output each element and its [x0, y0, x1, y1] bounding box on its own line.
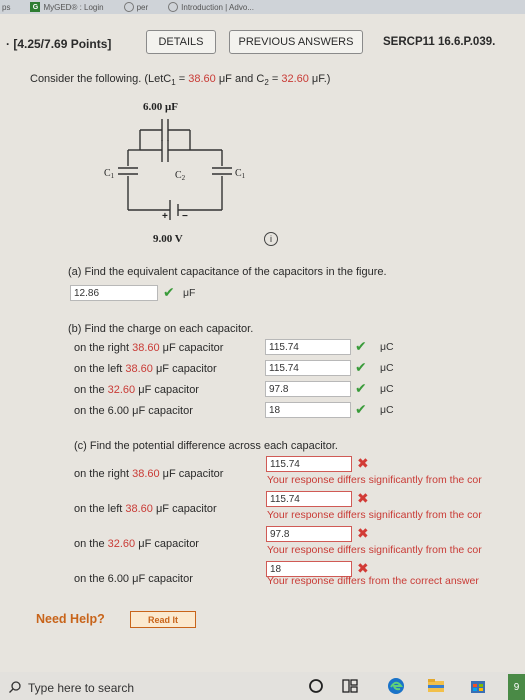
need-help-label: Need Help?: [36, 612, 105, 626]
part-b-row-label: on the 32.60 μF capacitor: [74, 384, 199, 396]
info-icon[interactable]: i: [264, 232, 278, 246]
part-a-answer-input[interactable]: 12.86: [70, 285, 158, 301]
part-c-error-message: Your response differs significantly from…: [267, 509, 482, 521]
edge-icon[interactable]: [386, 676, 406, 696]
part-b-answer-input-3[interactable]: 97.8: [265, 381, 351, 397]
cortana-icon[interactable]: [306, 676, 326, 696]
part-c-answer-input-1[interactable]: 115.74: [266, 456, 352, 472]
part-c-answer-input-2[interactable]: 115.74: [266, 491, 352, 507]
part-c-row-label: on the 6.00 μF capacitor: [74, 573, 193, 585]
part-c-error-message: Your response differs significantly from…: [267, 474, 482, 486]
part-b-unit: μC: [380, 362, 394, 374]
part-b-answer-input-2[interactable]: 115.74: [265, 360, 351, 376]
part-a-question: (a) Find the equivalent capacitance of t…: [68, 266, 387, 278]
top-capacitor-label: 6.00 μF: [143, 101, 178, 113]
part-c-row-label: on the left 38.60 μF capacitor: [74, 503, 217, 515]
part-b-unit: μC: [380, 383, 394, 395]
tab-myged-login[interactable]: G MyGED® : Login: [30, 2, 104, 12]
part-b-question: (b) Find the charge on each capacitor.: [68, 323, 254, 335]
part-c-row-label: on the right 38.60 μF capacitor: [74, 468, 224, 480]
x-icon: ✖: [357, 560, 369, 576]
problem-code: SERCP11 16.6.P.039.: [383, 36, 496, 48]
check-icon: ✔: [355, 380, 367, 396]
part-b-answer-input-1[interactable]: 115.74: [265, 339, 351, 355]
part-c-answer-input-3[interactable]: 97.8: [266, 526, 352, 542]
previous-answers-button[interactable]: PREVIOUS ANSWERS: [229, 30, 363, 54]
battery-plus-label: +: [162, 211, 168, 222]
part-c-row-label: on the 32.60 μF capacitor: [74, 538, 199, 550]
problem-statement: Consider the following. (LetC1 = 38.60 μ…: [30, 73, 331, 88]
part-b-answer-input-4[interactable]: 18: [265, 402, 351, 418]
part-b-unit: μC: [380, 341, 394, 353]
tab-per[interactable]: per: [123, 2, 148, 12]
store-icon[interactable]: [468, 676, 488, 696]
battery-voltage-label: 9.00 V: [153, 233, 183, 245]
part-b-row-label: on the left 38.60 μF capacitor: [74, 363, 217, 375]
part-c-answer-input-4[interactable]: 18: [266, 561, 352, 577]
read-it-button[interactable]: Read It: [130, 611, 196, 628]
app-tile-icon[interactable]: 9: [508, 674, 525, 700]
check-icon: ✔: [355, 338, 367, 354]
check-icon: ✔: [355, 359, 367, 375]
x-icon: ✖: [357, 455, 369, 471]
c1-right-label: C1: [235, 168, 246, 180]
top-capacitor-symbol: [118, 119, 232, 220]
c2-label: C2: [175, 170, 186, 182]
tab-introduction[interactable]: Introduction | Advo...: [168, 2, 254, 12]
taskbar-search-input[interactable]: Type here to search: [28, 681, 135, 695]
file-explorer-icon[interactable]: [426, 676, 446, 696]
x-icon: ✖: [357, 525, 369, 541]
globe-icon: [123, 2, 134, 12]
globe-icon: [168, 2, 179, 12]
details-button[interactable]: DETAILS: [146, 30, 216, 54]
task-view-icon[interactable]: [340, 676, 360, 696]
search-icon[interactable]: [8, 680, 22, 694]
c1-value: 38.60: [188, 73, 216, 85]
tab-ps[interactable]: ps: [2, 2, 11, 12]
c2-value: 32.60: [281, 73, 309, 85]
part-c-question: (c) Find the potential difference across…: [74, 440, 338, 452]
part-a-unit: μF: [183, 287, 196, 299]
browser-tab-strip: ps G MyGED® : Login per Introduction | A…: [0, 0, 525, 14]
c1-left-label: C1: [104, 168, 115, 180]
circuit-diagram: 6.00 μF C1 C2 C1 + − 9.00 V: [104, 101, 246, 245]
part-b-row-label: on the right 38.60 μF capacitor: [74, 342, 224, 354]
check-icon: ✔: [355, 401, 367, 417]
x-icon: ✖: [357, 490, 369, 506]
battery-minus-label: −: [182, 211, 188, 222]
part-b-unit: μC: [380, 404, 394, 416]
points-label: · [4.25/7.69 Points]: [6, 37, 112, 51]
part-b-row-label: on the 6.00 μF capacitor: [74, 405, 193, 417]
part-c-error-message: Your response differs from the correct a…: [267, 575, 479, 587]
myged-favicon-icon: G: [30, 2, 41, 12]
check-icon: ✔: [163, 284, 175, 300]
part-c-error-message: Your response differs significantly from…: [267, 544, 482, 556]
